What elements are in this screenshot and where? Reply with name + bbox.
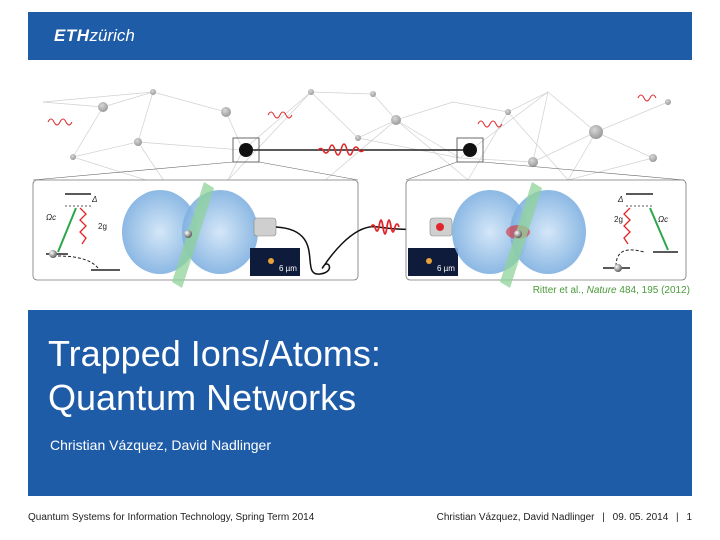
control-laser-arrow (649, 207, 669, 251)
page-title: Trapped Ions/Atoms: Quantum Networks (48, 332, 381, 420)
network-nodes (70, 89, 671, 167)
coupling-label: 2g (98, 222, 107, 231)
node-box-left (232, 137, 260, 163)
transition-arrow (615, 249, 645, 267)
footer-page-number: 1 (686, 512, 692, 523)
network-node (649, 154, 657, 162)
header-bar: ETHzürich (28, 12, 692, 60)
network-node (70, 154, 76, 160)
node-atom-right (463, 143, 477, 157)
network-node (370, 91, 376, 97)
network-node (134, 138, 142, 146)
citation-details: 484, 195 (2012) (616, 285, 690, 296)
atom-state (49, 250, 57, 258)
title-box: Trapped Ions/Atoms: Quantum Networks Chr… (28, 310, 692, 496)
network-node (665, 99, 671, 105)
node-box-right (456, 137, 484, 163)
footer-separator: | (602, 512, 605, 523)
transition-arrow (57, 255, 99, 269)
figure-citation: Ritter et al., Nature 484, 195 (2012) (533, 285, 690, 296)
fiber-photon (370, 219, 400, 235)
network-node (308, 89, 314, 95)
right-node-panel: 6 µm Δ 2g Ωc (405, 179, 687, 288)
fluorescence-image-left (250, 248, 300, 276)
network-node (150, 89, 156, 95)
title-line-1: Trapped Ions/Atoms: (48, 333, 381, 374)
detector-left (253, 217, 277, 237)
scale-bar-label: 6 µm (279, 264, 297, 273)
footer-authors: Christian Vázquez, David Nadlinger (436, 512, 595, 523)
cavity-mirror-left (122, 190, 198, 274)
scale-bar-label: 6 µm (437, 264, 455, 273)
network-node (391, 115, 401, 125)
network-node (589, 125, 603, 139)
link-photon (317, 143, 365, 156)
cavity-photon-arrow (79, 207, 87, 245)
cavity-mirror-left (452, 190, 528, 274)
logo-zurich-text: zürich (89, 26, 135, 45)
footer-date: 09. 05. 2014 (612, 512, 669, 523)
laser-beam (172, 182, 214, 288)
network-node (221, 107, 231, 117)
logo-eth-text: ETH (54, 26, 90, 45)
zoom-lines (32, 161, 685, 181)
eth-logo: ETHzürich (54, 26, 135, 46)
rabi-label: Ωc (46, 213, 56, 222)
presenter-names: Christian Vázquez, David Nadlinger (50, 437, 271, 453)
detuning-label: Δ (617, 195, 623, 204)
atom-state (614, 264, 622, 272)
node-atom-left (239, 143, 253, 157)
left-node-panel: Δ Ωc 2g 6 µm (32, 179, 359, 288)
network-node (528, 157, 538, 167)
citation-journal: Nature (586, 285, 617, 296)
rabi-label: Ωc (658, 215, 668, 224)
footer-course: Quantum Systems for Information Technolo… (28, 512, 315, 523)
fluorescence-image-right (408, 248, 458, 276)
footer-meta: Christian Vázquez, David Nadlinger | 09.… (437, 512, 692, 523)
cavity-photon-arrow (623, 207, 631, 245)
trapped-atom (184, 230, 192, 238)
network-node (98, 102, 108, 112)
trapped-atom (514, 230, 522, 238)
background-photons (47, 94, 657, 128)
network-node (505, 109, 511, 115)
citation-authors: Ritter et al., (532, 285, 587, 296)
footer-separator: | (676, 512, 679, 523)
title-line-2: Quantum Networks (48, 377, 357, 418)
quantum-network-figure: Δ Ωc 2g 6 µm 6 µm Δ 2g Ωc (32, 89, 687, 288)
network-node (355, 135, 361, 141)
coupling-label: 2g (614, 215, 623, 224)
detuning-label: Δ (91, 195, 97, 204)
control-laser-arrow (57, 207, 77, 253)
